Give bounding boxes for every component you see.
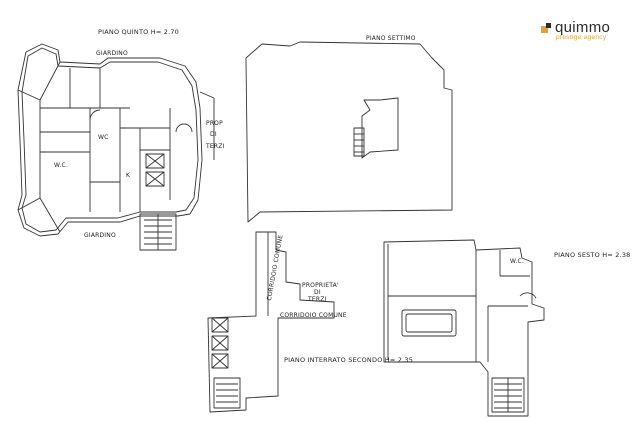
piano-sesto-plan bbox=[383, 239, 545, 417]
label-proprieta-2: DI bbox=[314, 289, 321, 296]
label-corridoio-horizontal: CORRIDOIO COMUNE bbox=[280, 312, 347, 319]
brand-mark-icon bbox=[541, 23, 551, 33]
label-prop-2: DI bbox=[210, 131, 217, 138]
label-piano-sesto: PIANO SESTO H= 2.38 bbox=[554, 251, 631, 259]
label-giardino-top: GIARDINO bbox=[96, 50, 128, 57]
brand-tagline: prestige agency bbox=[556, 34, 607, 41]
label-wc-2: W.C. bbox=[54, 162, 69, 169]
label-piano-settimo: PIANO SETTIMO bbox=[366, 35, 416, 42]
label-wc-1: WC bbox=[98, 134, 109, 141]
piano-quinto-plan bbox=[17, 43, 215, 251]
label-prop-1: PROP bbox=[206, 120, 223, 127]
label-k: K bbox=[126, 172, 131, 179]
piano-interrato-plan bbox=[207, 231, 335, 413]
label-piano-quinto: PIANO QUINTO H= 2.70 bbox=[98, 28, 180, 36]
label-proprieta-3: TERZI bbox=[308, 296, 327, 303]
brand-name: quimmo bbox=[555, 19, 611, 36]
label-proprieta-1: PROPRIETA' bbox=[302, 282, 339, 289]
piano-settimo-plan bbox=[245, 41, 453, 223]
label-prop-3: TERZI bbox=[206, 143, 225, 150]
label-giardino-bottom: GIARDINO bbox=[84, 232, 116, 239]
label-wc-3: W.C. bbox=[510, 258, 525, 265]
label-piano-interrato: PIANO INTERRATO SECONDO H= 2.35 bbox=[284, 356, 414, 364]
